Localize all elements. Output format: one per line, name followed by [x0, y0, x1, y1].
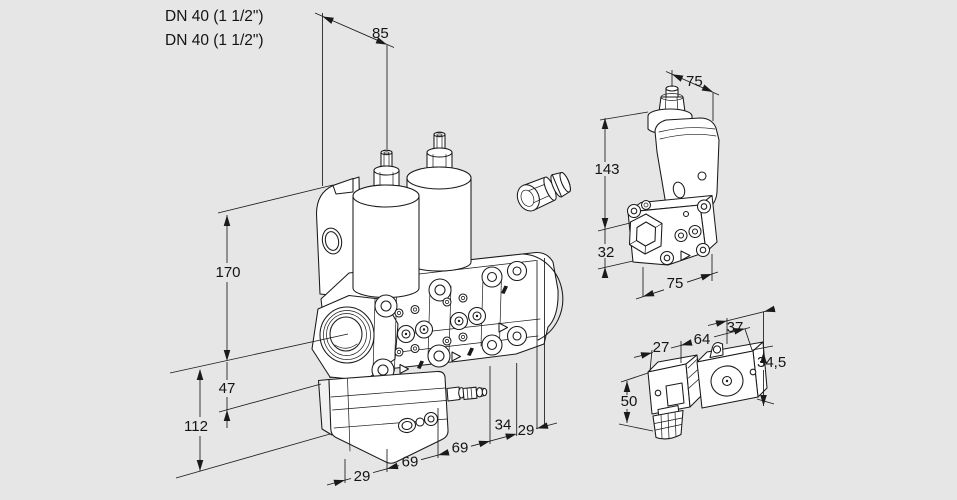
dim-detail-width-right: 37 — [727, 319, 744, 336]
dim-main-top-width: 85 — [372, 25, 389, 42]
port-size-labels: DN 40 (1 1/2") DN 40 (1 1/2") — [165, 8, 264, 49]
dim-main-flange-to-bottom: 112 — [184, 418, 208, 435]
flow-direction-markers — [399, 285, 509, 375]
measurement-nipple — [446, 386, 488, 402]
dim-side-top-width: 75 — [686, 73, 703, 90]
dim-chain-29-left: 29 — [354, 468, 371, 485]
mounting-bracket — [315, 176, 362, 299]
detail-solenoid-illustration: 27 64 37 34,5 50 — [618, 305, 786, 440]
body-bolts — [371, 260, 528, 382]
dim-main-axis-to-flange: 47 — [219, 380, 236, 397]
side-valve-body — [626, 194, 718, 266]
inlet-flange-port — [311, 294, 399, 382]
port-size-label-2: DN 40 (1 1/2") — [165, 32, 264, 49]
dim-detail-width-left: 27 — [653, 339, 670, 356]
detail-cable-gland — [652, 404, 684, 440]
solenoid-coil-rear — [406, 131, 472, 272]
side-view-dimensions: 75 143 32 75 — [594, 70, 720, 300]
detail-coil-box — [647, 354, 702, 415]
dim-detail-height-left: 50 — [621, 393, 638, 410]
dim-side-bottom-width: 75 — [667, 275, 684, 292]
side-valve-actuator — [654, 117, 720, 215]
dim-chain-69-left: 69 — [402, 454, 419, 471]
port-size-label-1: DN 40 (1 1/2") — [165, 8, 264, 25]
dim-main-height-total: 170 — [215, 264, 240, 281]
dim-side-height-lower: 32 — [598, 244, 615, 261]
detail-view-dimensions: 27 64 37 34,5 50 — [618, 305, 786, 432]
solenoid-coil-front — [352, 149, 420, 299]
dim-chain-34: 34 — [495, 417, 512, 434]
main-view-dimensions: 85 170 47 112 — [169, 12, 558, 487]
main-valve-illustration: 85 170 47 112 — [169, 12, 564, 487]
cable-gland-illustration — [516, 171, 571, 212]
dim-chain-29-right: 29 — [518, 422, 535, 439]
side-valve-illustration: 75 143 32 75 — [594, 70, 720, 300]
junction-box — [317, 370, 449, 464]
dim-chain-69-right: 69 — [452, 440, 469, 457]
dim-detail-height-right: 34,5 — [757, 354, 786, 371]
dim-side-height-total: 143 — [594, 161, 619, 178]
dim-detail-width-middle: 64 — [694, 331, 711, 348]
